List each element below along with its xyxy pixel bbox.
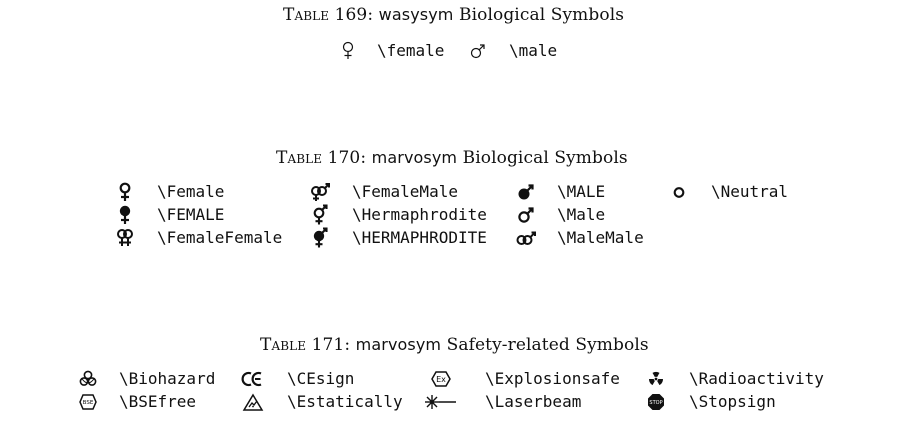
female-filled-icon [114, 204, 136, 226]
command-Neutral: \Neutral [711, 182, 789, 201]
command-Biohazard: \Biohazard [119, 369, 216, 388]
caption-package: marvosym [371, 148, 458, 167]
biohazard-icon [77, 368, 99, 390]
caption-number: 170: [327, 148, 367, 168]
female-bold-icon [114, 181, 136, 203]
command-FemaleFemale: \FemaleFemale [157, 228, 283, 247]
table-171-caption: Table 171: marvosym Safety-related Symbo… [260, 335, 649, 355]
svg-text:STOP: STOP [649, 400, 662, 406]
command-CEsign: \CEsign [287, 369, 355, 388]
table-170-caption: Table 170: marvosym Biological Symbols [276, 148, 628, 168]
female-male-icon [309, 181, 331, 203]
electrostatic-icon [242, 391, 264, 413]
radioactivity-icon [645, 368, 667, 390]
caption-title: Biological Symbols [458, 5, 625, 25]
female-female-icon [114, 227, 136, 249]
command-Laserbeam: \Laserbeam [485, 392, 582, 411]
male-symbol-icon [467, 40, 489, 62]
caption-number: 169: [334, 5, 374, 25]
command-Estatically: \Estatically [287, 392, 403, 411]
neutral-circle-icon [668, 181, 690, 203]
command-MaleMale: \MaleMale [557, 228, 644, 247]
caption-prefix: Table [260, 335, 307, 355]
caption-prefix: Table [283, 5, 330, 25]
command-BSEfree: \BSEfree [119, 392, 197, 411]
caption-package: marvosym [355, 335, 442, 354]
stop-sign-icon: STOP [645, 391, 667, 413]
command-MALE: \MALE [557, 182, 606, 201]
svg-text:Ex: Ex [436, 375, 446, 384]
ce-sign-icon [241, 368, 264, 390]
command-FemaleMale: \FemaleMale [352, 182, 458, 201]
command-Male: \Male [557, 205, 606, 224]
command-Female: \Female [157, 182, 225, 201]
command-HERMAPHRODITE: \HERMAPHRODITE [352, 228, 487, 247]
table-169-caption: Table 169: wasysym Biological Symbols [283, 5, 624, 25]
male-bold-icon [515, 204, 537, 226]
bse-free-icon: BSE [77, 391, 99, 413]
caption-title: Safety-related Symbols [446, 335, 649, 355]
female-symbol-icon [337, 40, 359, 62]
caption-number: 171: [311, 335, 351, 355]
command-male: \male [509, 41, 558, 60]
svg-text:BSE: BSE [83, 400, 94, 406]
hermaphrodite-icon [309, 204, 331, 226]
male-male-icon [515, 227, 537, 249]
caption-prefix: Table [276, 148, 323, 168]
laser-beam-icon [425, 391, 456, 413]
command-Explosionsafe: \Explosionsafe [485, 369, 620, 388]
caption-title: Biological Symbols [462, 148, 628, 168]
hermaphrodite-filled-icon [309, 227, 331, 249]
command-Radioactivity: \Radioactivity [689, 369, 824, 388]
command-female: \female [377, 41, 445, 60]
command-Hermaphrodite: \Hermaphrodite [352, 205, 487, 224]
caption-package: wasysym [378, 5, 454, 24]
command-Stopsign: \Stopsign [689, 392, 776, 411]
male-filled-icon [515, 181, 537, 203]
explosion-safe-icon: Ex [430, 368, 452, 390]
command-FEMALE: \FEMALE [157, 205, 225, 224]
